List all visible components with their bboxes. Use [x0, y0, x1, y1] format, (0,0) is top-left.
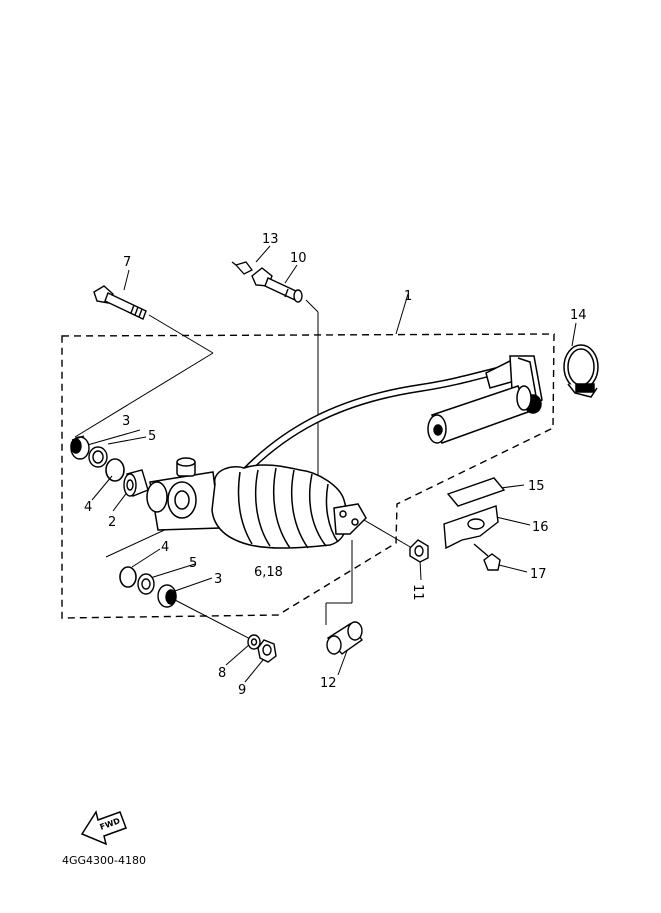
label-part-6-18: 6,18	[254, 565, 283, 580]
washer-5-lower	[137, 573, 155, 595]
label-part-3-lower: 3	[214, 572, 222, 587]
plate-15	[446, 477, 506, 507]
leader-lines	[74, 245, 577, 683]
label-part-5-upper: 5	[148, 429, 156, 444]
fwd-arrow-icon: FWD	[80, 810, 127, 846]
reservoir	[227, 355, 543, 490]
shock-absorber-6-18	[146, 457, 367, 549]
label-part-12: 12	[320, 676, 337, 691]
label-part-7: 7	[123, 255, 131, 270]
label-part-4-lower: 4	[161, 540, 169, 555]
label-part-5-lower: 5	[189, 556, 197, 571]
bolt-17	[473, 543, 501, 571]
bushing-2	[123, 469, 149, 497]
ring-4-lower	[119, 566, 137, 588]
label-part-9: 9	[238, 683, 246, 698]
grease-nipple-13	[231, 261, 253, 275]
nut-11	[409, 539, 429, 563]
label-part-17: 17	[530, 567, 547, 582]
label-part-2: 2	[108, 515, 116, 530]
washer-8	[247, 634, 261, 650]
bracket-16	[443, 505, 499, 550]
label-part-1: 1	[404, 289, 412, 304]
label-part-11: 11	[410, 584, 425, 601]
collar-3-upper	[70, 435, 90, 460]
bolt-7	[93, 285, 147, 320]
assembly-boundary	[61, 333, 555, 619]
label-part-15: 15	[528, 479, 545, 494]
label-part-3-upper: 3	[122, 414, 130, 429]
label-part-8: 8	[218, 666, 226, 681]
ring-4-upper	[105, 458, 125, 482]
label-part-10: 10	[290, 251, 307, 266]
label-part-13: 13	[262, 232, 279, 247]
collar-3-lower	[157, 584, 177, 608]
drawing-code: 4GG4300-4180	[62, 854, 146, 867]
collar-12	[326, 621, 363, 655]
hose-clamp-14	[563, 344, 599, 398]
label-part-16: 16	[532, 520, 549, 535]
label-part-14: 14	[570, 308, 587, 323]
label-part-4-upper: 4	[84, 500, 92, 515]
washer-5-upper	[88, 446, 108, 468]
nut-9	[257, 639, 277, 663]
bolt-10	[251, 267, 303, 303]
